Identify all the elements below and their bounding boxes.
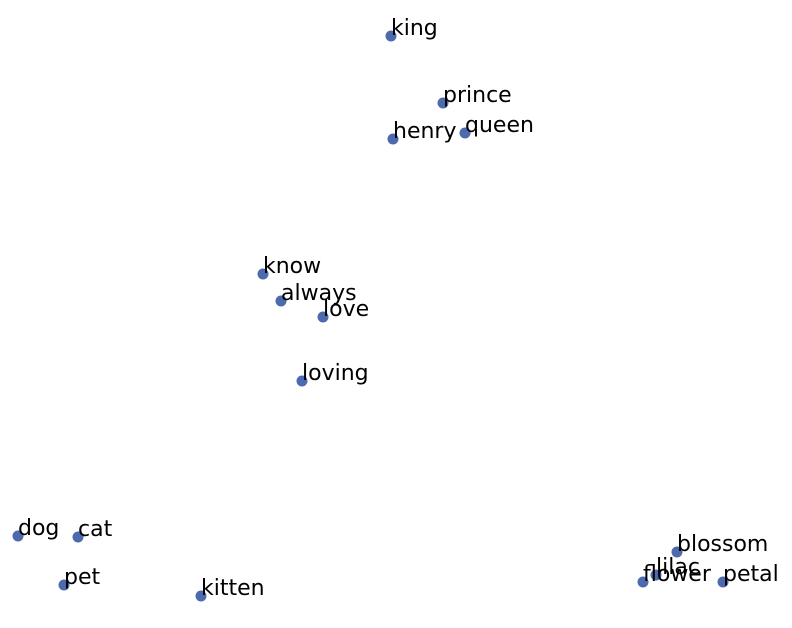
point-label-pet: pet (64, 565, 101, 590)
data-point-petal (717, 576, 729, 588)
data-point-love (317, 311, 329, 323)
point-label-prince: prince (443, 83, 512, 108)
point-label-henry: henry (393, 119, 457, 144)
points-layer (12, 30, 729, 602)
point-label-lilac: lilac (656, 555, 700, 580)
point-label-flower: flower (643, 562, 712, 587)
point-label-know: know (263, 254, 321, 279)
point-label-queen: queen (465, 113, 534, 138)
point-label-loving: loving (302, 361, 369, 386)
data-point-king (385, 30, 397, 42)
data-point-blossom (671, 546, 683, 558)
data-point-kitten (195, 590, 207, 602)
data-point-dog (12, 530, 24, 542)
data-point-cat (72, 531, 84, 543)
point-label-king: king (391, 16, 438, 41)
point-label-cat: cat (78, 517, 113, 542)
data-point-queen (459, 127, 471, 139)
point-label-dog: dog (18, 516, 59, 541)
data-point-prince (437, 97, 449, 109)
point-label-petal: petal (723, 562, 779, 587)
point-label-blossom: blossom (677, 532, 768, 557)
data-point-henry (387, 133, 399, 145)
data-point-flower (637, 576, 649, 588)
data-point-always (275, 295, 287, 307)
data-point-lilac (650, 569, 662, 581)
data-point-loving (296, 375, 308, 387)
point-label-love: love (323, 297, 369, 322)
point-label-kitten: kitten (201, 576, 265, 601)
data-point-pet (58, 579, 70, 591)
point-label-always: always (281, 281, 357, 306)
data-point-know (257, 268, 269, 280)
